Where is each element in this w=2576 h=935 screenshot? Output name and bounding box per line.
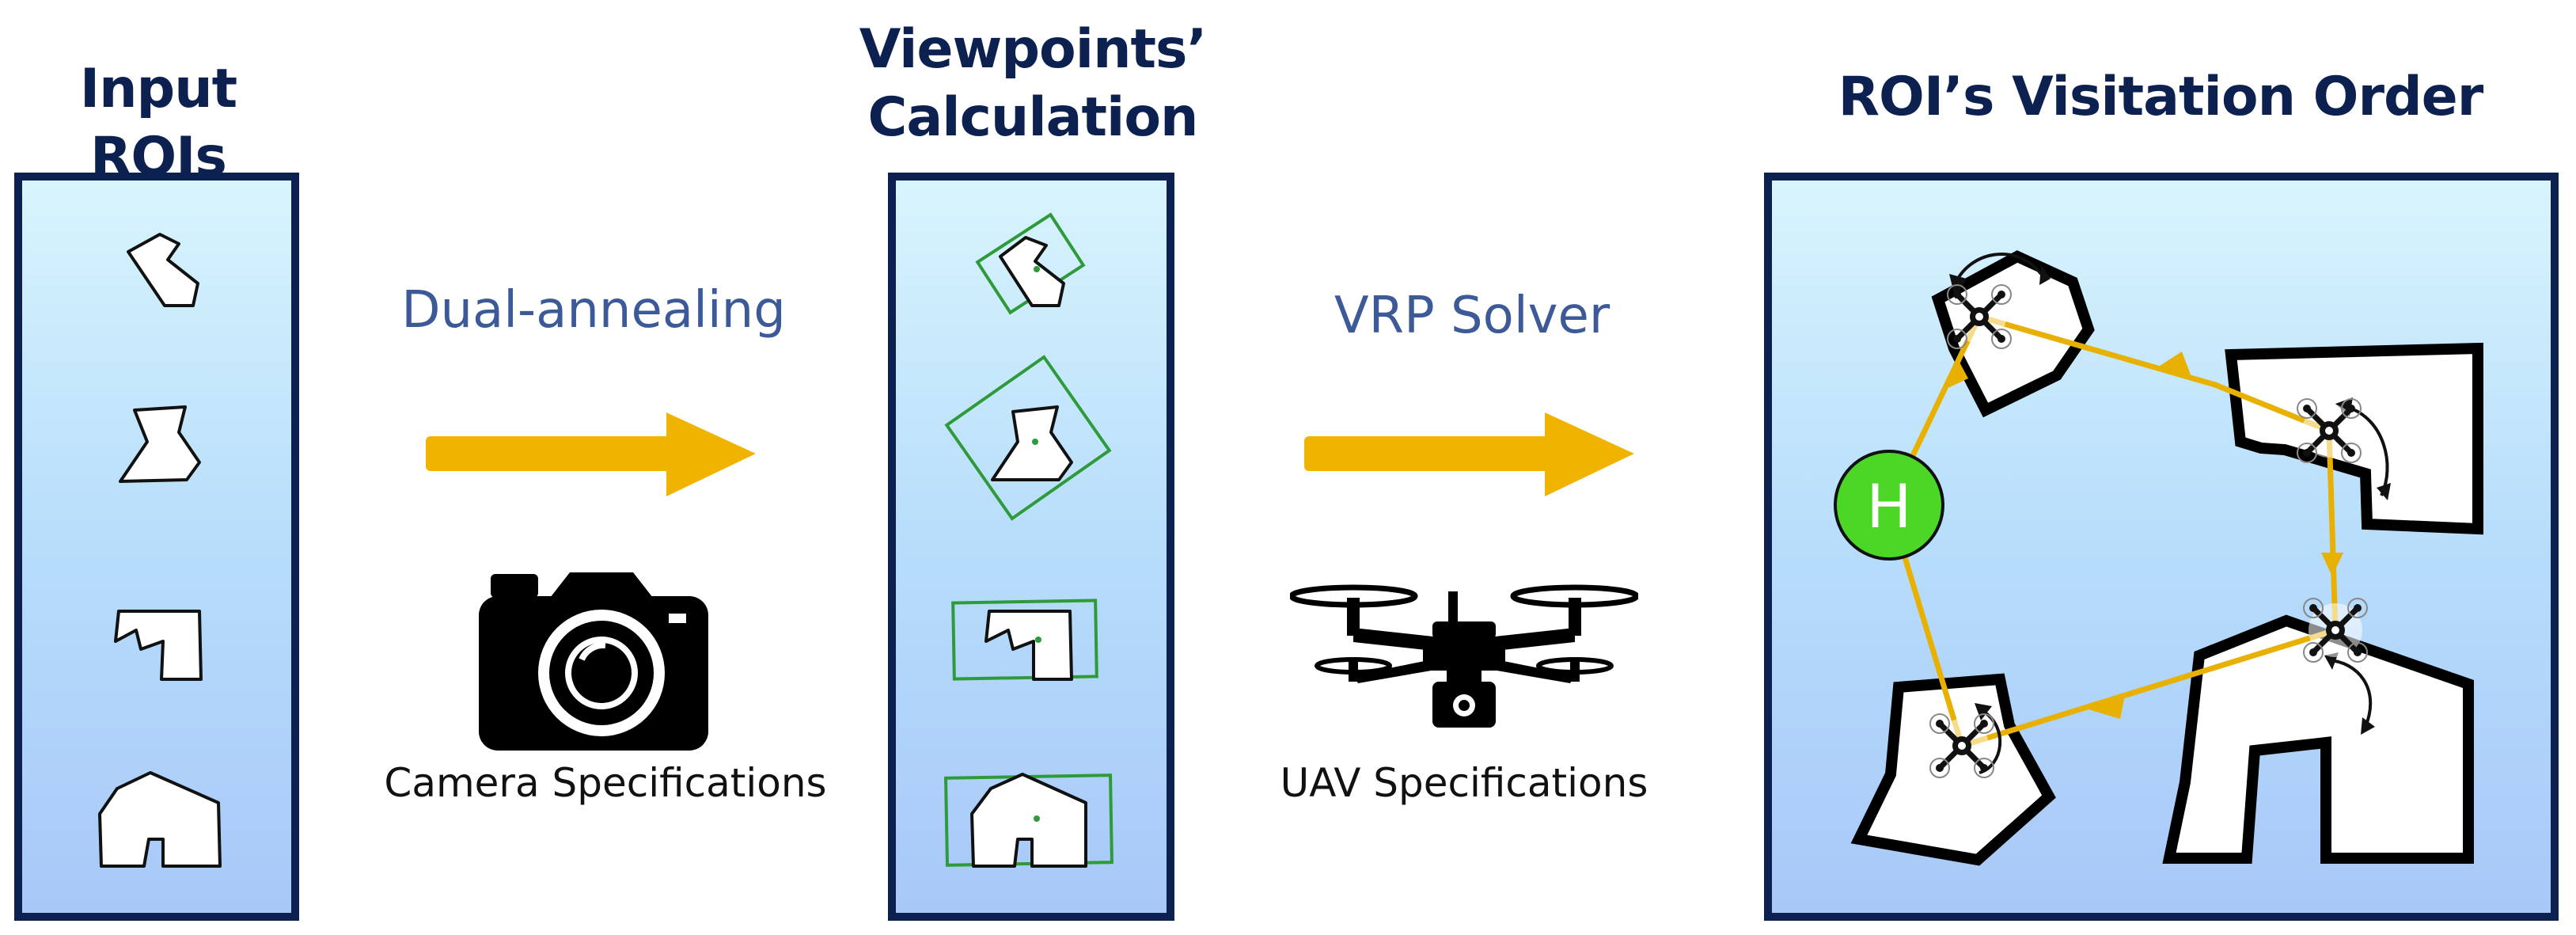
quadcopter-icon <box>1930 714 1994 777</box>
viewpoint-box <box>944 355 1112 521</box>
caption-camera-specifications: Camera Specifications <box>384 760 827 806</box>
viewpoint-box <box>951 599 1098 681</box>
home-marker <box>1834 450 1944 561</box>
panel-visitation-order: H <box>1764 173 2559 921</box>
roi-polygon <box>98 771 222 868</box>
title-viewpoints-line1: Viewpoints’ <box>859 18 1208 81</box>
viewpoint-shapes <box>944 212 1113 868</box>
label-vrp-solver: VRP Solver <box>1334 287 1610 345</box>
roi-polygon <box>2162 614 2474 864</box>
caption-uav-specifications: UAV Specifications <box>1280 760 1648 806</box>
roi-polygon <box>984 610 1073 681</box>
roi-polygon <box>119 405 201 483</box>
visitation-map: H <box>1834 250 2483 866</box>
roi-polygon <box>114 610 203 681</box>
roi-polygon <box>127 233 199 307</box>
arrow-right-icon <box>426 412 756 496</box>
arrow-right-icon <box>1304 412 1634 496</box>
title-visitation-order: ROI’s Visitation Order <box>1838 66 2484 128</box>
home-marker-label: H <box>1866 471 1911 542</box>
panel-input-rois <box>14 173 299 921</box>
quadcopter-icon <box>2297 399 2361 462</box>
roi-shapes <box>98 233 222 868</box>
drone-icon <box>1290 584 1638 728</box>
title-viewpoints-line2: Calculation <box>867 86 1199 149</box>
roi-polygon <box>999 236 1065 307</box>
roi-polygon <box>970 773 1087 868</box>
quadcopter-icon <box>2304 599 2367 662</box>
label-dual-annealing: Dual-annealing <box>401 281 786 340</box>
title-input-rois: Input ROIs <box>79 58 237 188</box>
panel-viewpoints-calculation <box>888 173 1174 921</box>
quadcopter-icon <box>1948 285 2011 348</box>
title-viewpoints-calculation: Viewpoints’ Calculation <box>855 16 1211 152</box>
roi-polygon <box>991 405 1073 481</box>
camera-icon <box>479 572 708 751</box>
